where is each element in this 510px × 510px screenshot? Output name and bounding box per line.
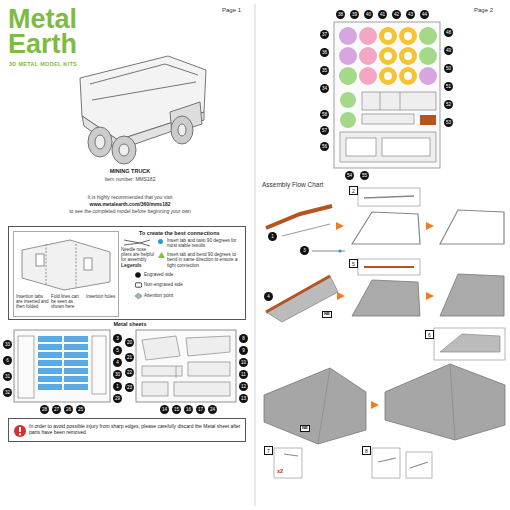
callout-number: 27: [52, 405, 61, 414]
caption-text: Fold lines can be seen as shown here: [51, 294, 84, 310]
callout-number: 16: [184, 405, 193, 414]
callout-number: 17: [196, 405, 205, 414]
callout-number: 25: [76, 405, 85, 414]
callout-number: 12: [239, 382, 248, 391]
legend-text: Non-engraved side: [144, 282, 244, 287]
non-engraved-icon: [135, 282, 142, 288]
callout-number: 23: [125, 383, 134, 392]
callout-number: 29: [113, 394, 122, 403]
callout-number: 50: [444, 64, 453, 73]
callout-number: 9: [239, 346, 248, 355]
callout-number: 55: [360, 171, 369, 180]
callout-number: 15: [172, 405, 181, 414]
tab-info-box: Insertion tabs are inserted and then fol…: [13, 231, 119, 317]
step-number: 5: [349, 259, 358, 268]
step-number: 2: [349, 186, 358, 195]
callout-number: 30: [113, 370, 122, 379]
callout-number: 51: [444, 82, 453, 91]
legend-text: Engraved side: [144, 272, 244, 277]
callout-number: 42: [392, 10, 401, 19]
brand-tagline: 3D METAL MODEL KITS: [9, 61, 119, 67]
section-heading: Assembly Flow Chart: [262, 181, 342, 188]
callout-number: 26: [64, 405, 73, 414]
panel-heading: To create the best connections: [139, 230, 239, 236]
legend-swatch: [158, 239, 163, 244]
callout-number: 1: [268, 232, 277, 241]
callout-number: 35: [320, 66, 329, 75]
callout-number: 10: [239, 358, 248, 367]
product-title: MINING TRUCK: [80, 168, 180, 174]
warning-box: In order to avoid possible injury from s…: [8, 418, 246, 442]
warning-text: In order to avoid possible injury from s…: [29, 424, 243, 436]
callout-number: 24: [208, 405, 217, 414]
callout-number: 14: [160, 405, 169, 414]
callout-number: 5: [113, 346, 122, 355]
callout-number: 48: [444, 28, 453, 37]
callout-number: 44: [420, 10, 429, 19]
quantity-label: x2: [277, 468, 283, 474]
callout-number: 53: [444, 118, 453, 127]
callout-number: 57: [320, 126, 329, 135]
legend-text: Insert tab and bend 90 degrees to bend i…: [167, 252, 243, 268]
bend-triangle: [158, 252, 165, 258]
callout-number: 37: [320, 30, 329, 39]
callout-number: 31: [3, 372, 12, 381]
web-link: www.metalearth.com/360/mms182: [50, 202, 210, 208]
callout-number: 4: [264, 292, 273, 301]
callout-number: 40: [364, 10, 373, 19]
callout-number: 1: [113, 382, 122, 391]
legend-text: Attention point: [144, 293, 244, 298]
callout-number: 33: [3, 340, 12, 349]
callout-number: 3: [300, 246, 309, 255]
callout-number: 39: [350, 10, 359, 19]
callout-number: 43: [406, 10, 415, 19]
callout-number: 13: [239, 394, 248, 403]
callout-number: 36: [320, 48, 329, 57]
callout-number: 6: [3, 356, 12, 365]
callout-number: 21: [125, 353, 134, 362]
section-heading: Metal sheets: [80, 321, 180, 327]
note-text: to see the completed model before beginn…: [50, 209, 210, 215]
note-text: It is highly recommended that you visit: [50, 195, 210, 201]
caption-text: Insertion tabs are inserted and then fol…: [16, 294, 49, 310]
logo-text: Earth: [8, 31, 118, 58]
callout-number: 56: [320, 142, 329, 151]
side-marker: NE: [322, 311, 332, 318]
callout-number: 3: [113, 334, 122, 343]
legend-heading: Legends: [121, 263, 151, 269]
callout-number: 54: [345, 171, 354, 180]
engraved-icon: [135, 272, 142, 278]
callout-number: 4: [113, 358, 122, 367]
step-number: 7: [264, 446, 273, 455]
note-text: Item number: MMS182: [80, 177, 180, 183]
callout-number: 58: [320, 110, 329, 119]
page-number: Page 1: [222, 7, 252, 14]
callout-number: 28: [40, 405, 49, 414]
tool-note: Needle nose pliers are helpful for assem…: [121, 247, 155, 263]
callout-number: 32: [3, 388, 12, 397]
page-number: Page 2: [474, 7, 504, 14]
callout-number: 41: [378, 10, 387, 19]
callout-number: 22: [125, 368, 134, 377]
callout-number: 49: [444, 46, 453, 55]
callout-number: 38: [336, 10, 345, 19]
step-number: 8: [362, 446, 371, 455]
legend-text: Insert tab and twist 90 degrees for most…: [167, 238, 243, 249]
callout-number: 11: [239, 370, 248, 379]
callout-number: 8: [239, 334, 248, 343]
side-marker: NE: [300, 425, 310, 432]
callout-number: 34: [320, 84, 329, 93]
callout-number: 52: [444, 100, 453, 109]
step-number: 6: [425, 330, 434, 339]
warning-icon: [13, 424, 27, 438]
logo-text: Metal: [8, 6, 118, 33]
attention-icon: [135, 293, 142, 299]
caption-text: Insertion holes: [86, 294, 118, 299]
callout-number: 20: [125, 338, 134, 347]
